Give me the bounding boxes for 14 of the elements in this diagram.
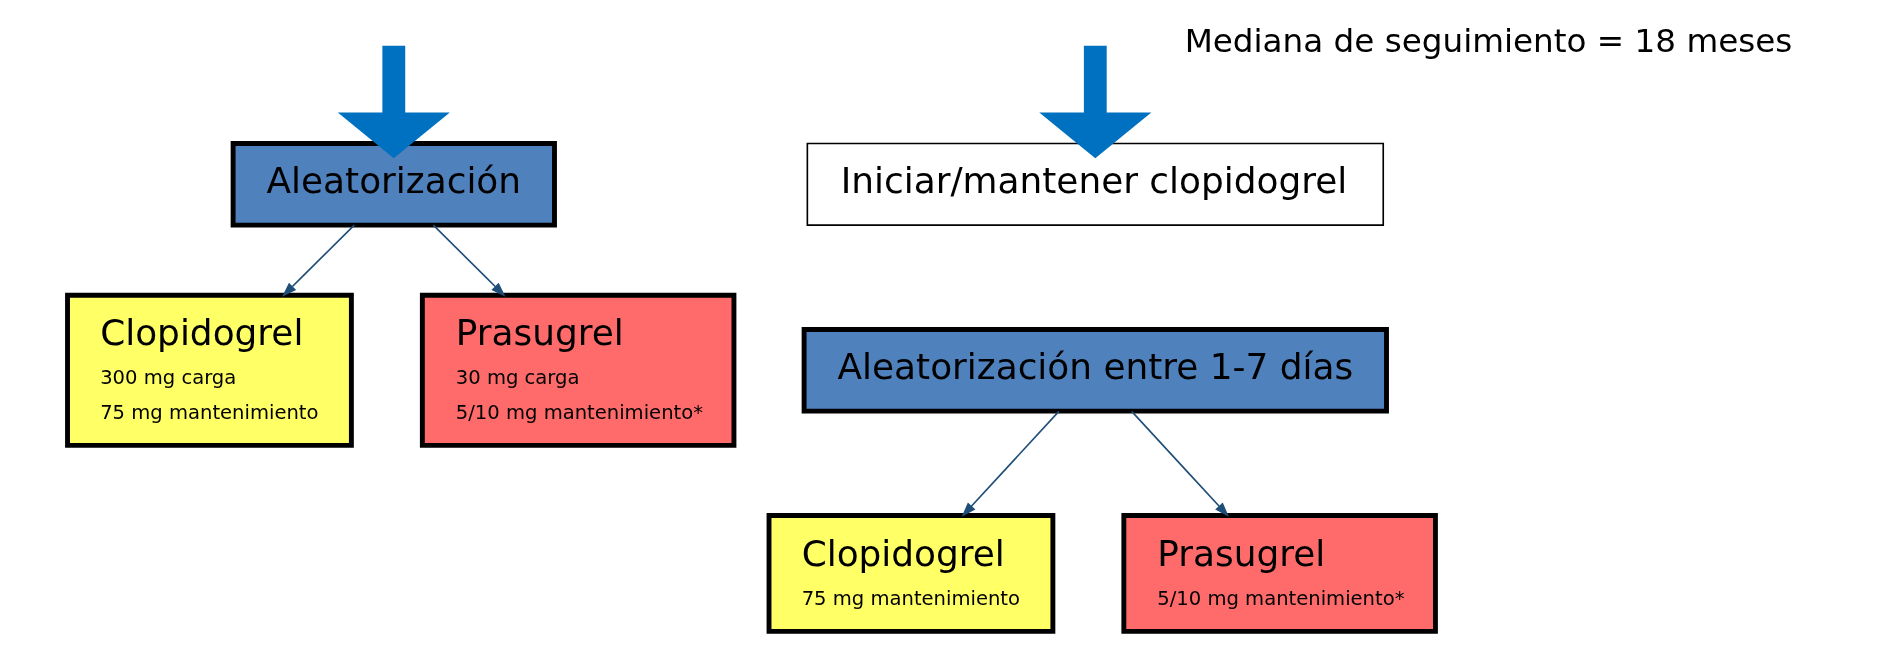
arrow bbox=[961, 410, 1060, 517]
node-box: Aleatorización entre 1-7 días bbox=[801, 327, 1389, 414]
node-box: Iniciar/mantener clopidogrel bbox=[806, 142, 1385, 226]
node-box: Clopidogrel 300 mg carga 75 mg mantenimiento bbox=[65, 292, 354, 448]
label: Mediana de seguimiento = 18 meses bbox=[1184, 22, 1793, 61]
arrow bbox=[1130, 410, 1229, 517]
node-box: Prasugrel 5/10 mg mantenimiento* bbox=[1121, 513, 1438, 634]
arrow bbox=[282, 224, 356, 297]
node-box: Prasugrel 30 mg carga 5/10 mg mantenimiento* bbox=[419, 292, 737, 448]
arrow bbox=[432, 224, 506, 297]
node-box: Aleatorización bbox=[230, 141, 557, 228]
arrow bbox=[337, 45, 450, 159]
node-box: Clopidogrel 75 mg mantenimiento bbox=[766, 513, 1056, 634]
arrow bbox=[1039, 45, 1152, 159]
